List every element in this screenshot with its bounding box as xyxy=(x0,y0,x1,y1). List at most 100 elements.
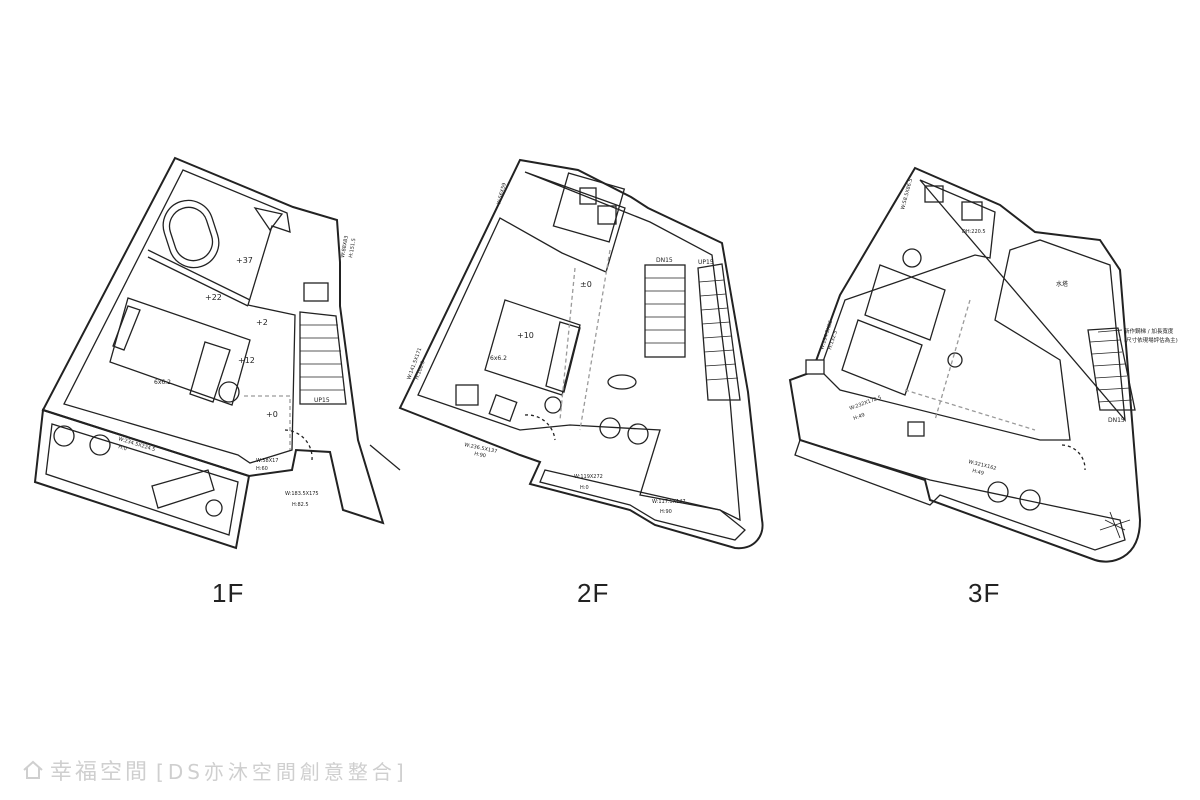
elev-1f-22: +22 xyxy=(205,293,222,302)
planter xyxy=(205,499,223,517)
elev-2f-pm0: ±0 xyxy=(580,280,592,289)
toilet-3f xyxy=(924,185,944,203)
house-logo-icon xyxy=(23,760,43,779)
lounge-chair xyxy=(151,469,215,509)
bathtub-inner xyxy=(168,206,214,262)
door-swing-3f xyxy=(1061,444,1086,471)
stair-label-1f: UP15 xyxy=(314,397,330,404)
note-3f-1: 新作鋼梯 / 加長寬度 xyxy=(1124,327,1174,335)
win-bottom-h-3f: H:49 xyxy=(972,468,985,477)
win-top-right-1f: W:88X83 xyxy=(340,235,350,258)
win-top-3f: W:58.5X86.5 xyxy=(900,178,914,210)
win-mid-3f: W:232X172.5 xyxy=(849,395,883,412)
bath-2f xyxy=(552,172,626,243)
floor-label-1f: 1F xyxy=(212,578,245,608)
floor-label-2f: 2F xyxy=(577,578,610,608)
stair-dn-2f xyxy=(644,264,686,358)
elev-1f-12: +12 xyxy=(238,356,255,365)
chair-6 xyxy=(987,481,1009,503)
watermark: 幸福空間 [DS亦沐空間創意整合] xyxy=(22,754,408,786)
inner-wall-1f xyxy=(63,169,296,464)
bath-wall-2-1f xyxy=(147,256,249,307)
armchair-1 xyxy=(455,384,479,406)
terrace-1f xyxy=(33,408,251,550)
win-top-right-h-1f: H:151.5 xyxy=(348,238,357,259)
win-bottom-h-1f: H:0 xyxy=(117,444,127,452)
watermark-brand: 幸福空間 xyxy=(50,760,151,785)
inner-wall-3f xyxy=(819,179,1126,441)
elev-1f-37: +37 xyxy=(236,256,253,265)
bed-size-1f: 6x6.2 xyxy=(154,379,171,386)
win-bottom-h-2f: H:90 xyxy=(474,451,487,459)
oval-table-2f xyxy=(607,374,637,390)
side-table-3f xyxy=(947,352,963,368)
plan-2f xyxy=(398,158,764,550)
column-3f xyxy=(805,359,825,375)
terrace-3f xyxy=(794,439,1126,551)
win-corner-2f: W:117.5X147 xyxy=(652,499,686,505)
win-mid-h-3f: H:49 xyxy=(853,412,866,422)
win-top-2f: W:56X59 xyxy=(496,182,508,205)
sink-3f xyxy=(961,201,983,221)
bed-3f-1 xyxy=(864,264,946,341)
stair-dn-2f-label: DN15 xyxy=(656,257,673,264)
chair-1 xyxy=(53,425,75,447)
win-right-h-1f: H:82.5 xyxy=(292,502,309,508)
dash-zone-3f xyxy=(904,299,1036,431)
note-leader xyxy=(1097,329,1123,333)
bed-1f xyxy=(109,297,251,406)
door-dim-1f: W:58X17 xyxy=(256,458,279,464)
column-3f-2 xyxy=(907,421,925,437)
stair-3f-treads xyxy=(1089,339,1133,403)
watermark-subtitle: [DS亦沐空間創意整合] xyxy=(156,759,408,784)
stair-up-2f xyxy=(697,263,741,401)
room-label-3f: 水塔 xyxy=(1056,280,1068,288)
annotations-1f: +37 +22 +2 +12 +0 6x6.2 UP15 W:234.5X224… xyxy=(117,235,357,508)
toilet-2f xyxy=(579,187,597,205)
bed-end-2f xyxy=(545,321,581,393)
stair-1f xyxy=(299,311,347,405)
stair-up-treads xyxy=(698,279,739,381)
plan-1f xyxy=(33,156,401,550)
pillow-1f xyxy=(112,305,141,351)
elev-1f-2: +2 xyxy=(256,318,268,327)
dash-zone-2f xyxy=(559,249,611,431)
stair-dn-treads xyxy=(645,277,685,344)
inner-wall-2f xyxy=(417,171,741,522)
outer-wall-3f xyxy=(788,166,1142,563)
chair-5 xyxy=(902,248,922,268)
win-right-1f: W:183.5X175 xyxy=(285,491,319,497)
bed-size-2f: 6x6.2 xyxy=(490,355,507,362)
stair-treads-1f xyxy=(300,324,345,391)
chair-7 xyxy=(1019,489,1041,511)
note-3f-2: (尺寸依現場評估為主) xyxy=(1124,336,1178,344)
door-swing-2-1f xyxy=(369,444,401,471)
sink-1f xyxy=(253,207,284,232)
rug-1f xyxy=(218,381,240,403)
bed-end-1f xyxy=(189,341,231,403)
win-left-h-3f: H:132.5 xyxy=(827,330,839,351)
outer-wall-1f xyxy=(41,156,385,525)
chair-4 xyxy=(627,423,649,445)
door-swing-1f xyxy=(284,429,313,461)
stair-3f xyxy=(1087,327,1136,411)
chair-2 xyxy=(89,434,111,456)
stair-dn-3f-label: DN15 xyxy=(1108,417,1125,424)
elev-1f-0: +0 xyxy=(266,410,278,419)
chair-3 xyxy=(599,417,621,439)
door-swing-2f xyxy=(524,414,556,441)
outer-wall-2f xyxy=(398,158,764,550)
door-dim-h-1f: H:60 xyxy=(256,466,268,472)
win-mid-h-2f: H:0 xyxy=(580,485,589,491)
dim-3f: DH:220.5 xyxy=(962,229,986,235)
side-table-2f xyxy=(544,396,562,414)
plan-3f xyxy=(788,166,1142,563)
bed-2f xyxy=(484,299,581,396)
win-mid-2f: W:119X272 xyxy=(574,474,603,480)
sink-2f xyxy=(597,205,617,225)
bathtub xyxy=(162,199,220,269)
dash-zone-1f xyxy=(244,395,291,450)
toilet-1f xyxy=(303,282,329,302)
win-corner-h-2f: H:90 xyxy=(660,509,672,515)
